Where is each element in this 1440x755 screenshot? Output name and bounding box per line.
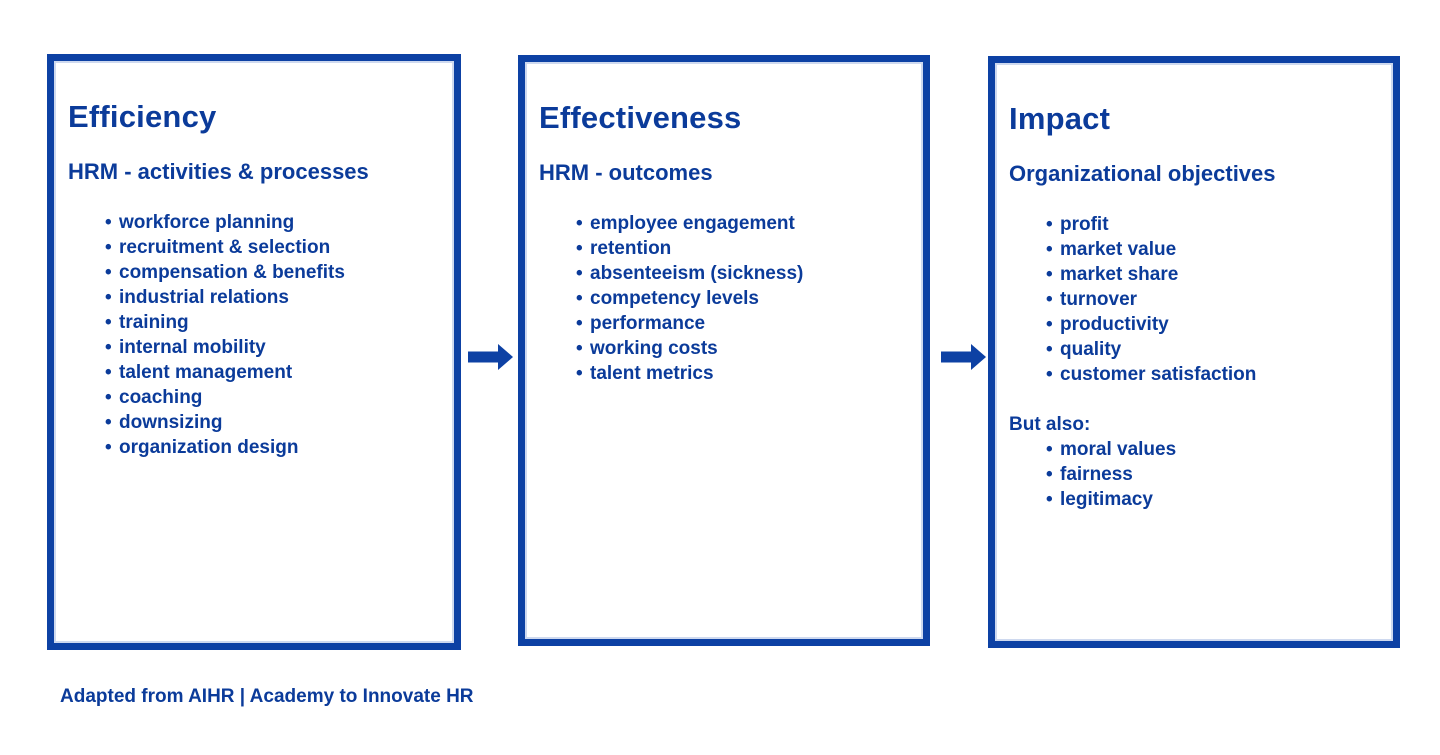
list-item: customer satisfaction [1046,362,1379,387]
list-item: retention [576,236,909,261]
list-item: training [105,310,440,335]
source-credit: Adapted from AIHR | Academy to Innovate … [60,686,474,707]
list-item: workforce planning [105,210,440,235]
list-item: performance [576,311,909,336]
list-item: compensation & benefits [105,260,440,285]
effectiveness-subtitle: HRM - outcomes [539,159,713,185]
list-item: market value [1046,237,1379,262]
efficiency-list: workforce planning recruitment & selecti… [68,210,440,460]
list-item: talent metrics [576,361,909,386]
list-item: internal mobility [105,335,440,360]
efficiency-title: Efficiency [68,99,217,134]
list-item: productivity [1046,312,1379,337]
impact-box-content: Impact Organizational objectives profit … [995,63,1393,512]
efficiency-subtitle: HRM - activities & processes [68,158,369,184]
impact-box: Impact Organizational objectives profit … [988,56,1400,648]
impact-subtitle: Organizational objectives [1009,160,1276,186]
list-item: absenteeism (sickness) [576,261,909,286]
list-item: recruitment & selection [105,235,440,260]
list-item: market share [1046,262,1379,287]
list-item: talent management [105,360,440,385]
list-item: turnover [1046,287,1379,312]
list-item: industrial relations [105,285,440,310]
list-item: legitimacy [1046,487,1379,512]
list-item: working costs [576,336,909,361]
list-item: competency levels [576,286,909,311]
list-item: quality [1046,337,1379,362]
effectiveness-box: Effectiveness HRM - outcomes employee en… [518,55,930,646]
but-also-heading: But also: [1009,413,1091,435]
list-item: downsizing [105,410,440,435]
effectiveness-list: employee engagement retention absenteeis… [539,211,909,386]
list-item: employee engagement [576,211,909,236]
impact-secondary-list: moral values fairness legitimacy [1009,437,1379,512]
effectiveness-box-content: Effectiveness HRM - outcomes employee en… [525,62,923,386]
arrow-right-icon [941,344,986,370]
list-item: moral values [1046,437,1379,462]
efficiency-box: Efficiency HRM - activities & processes … [47,54,461,650]
effectiveness-title: Effectiveness [539,100,742,135]
list-item: organization design [105,435,440,460]
list-item: profit [1046,212,1379,237]
list-item: coaching [105,385,440,410]
impact-list: profit market value market share turnove… [1009,212,1379,387]
arrow-right-icon [468,344,513,370]
impact-title: Impact [1009,101,1111,136]
efficiency-box-content: Efficiency HRM - activities & processes … [54,61,454,460]
list-item: fairness [1046,462,1379,487]
